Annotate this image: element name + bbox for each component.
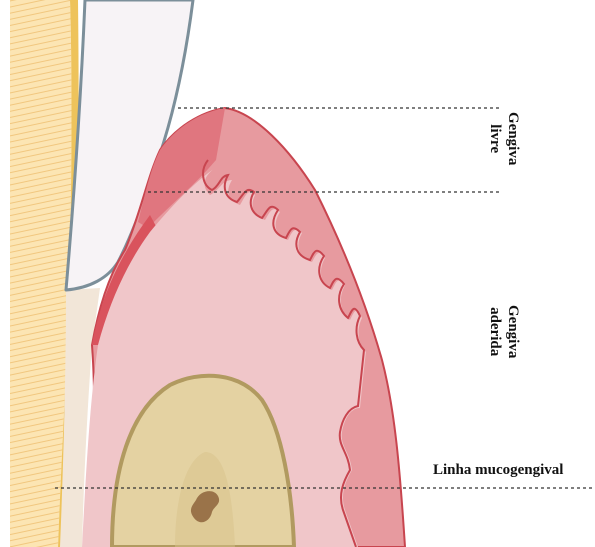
- attached-gingiva-label-line2: aderida: [486, 305, 504, 358]
- attached-gingiva-label-line1: Gengiva: [504, 305, 522, 358]
- mucogingival-label: Linha mucogengival: [433, 462, 563, 479]
- free-gingiva-label-line2: livre: [486, 112, 504, 165]
- free-gingiva-label-line1: Gengiva: [504, 112, 522, 165]
